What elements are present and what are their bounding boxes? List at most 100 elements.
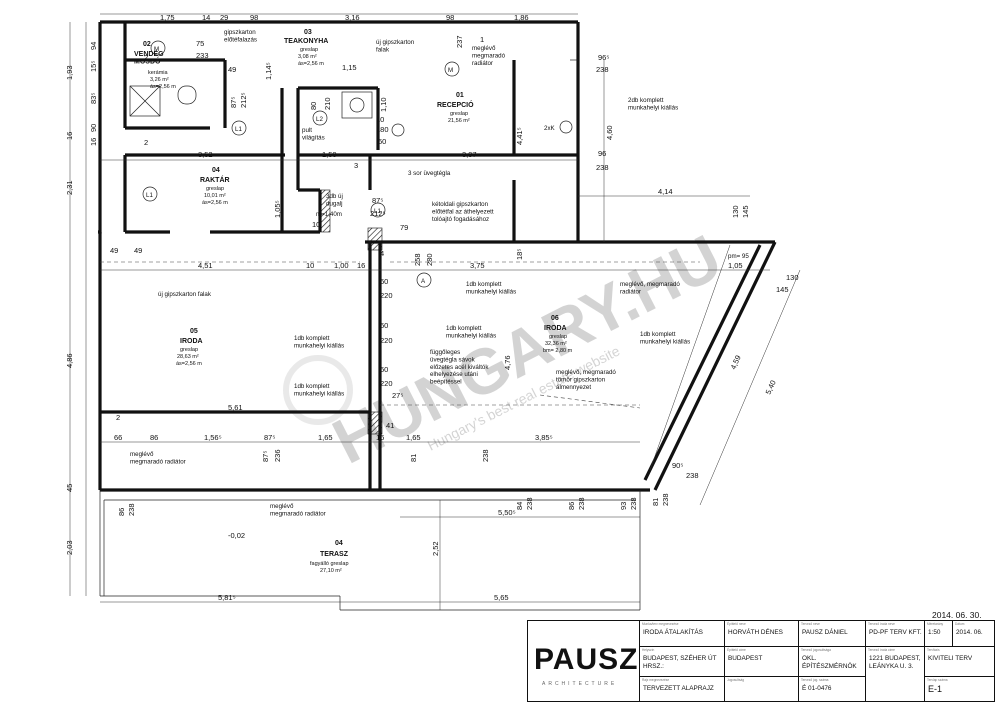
- tb-label: Jogosultság: [727, 678, 745, 682]
- dim-bottom-inner: 5,50⁵: [498, 508, 516, 517]
- dim-misc: 236: [273, 449, 282, 462]
- svg-text:L1: L1: [374, 208, 381, 215]
- note-line: 1db komplett: [446, 325, 482, 332]
- room-03-floor: greslap: [300, 47, 318, 53]
- room-06-number: 06: [551, 315, 559, 322]
- tb-value: TERVEZETT ALAPRAJZ: [643, 685, 714, 692]
- svg-text:A: A: [421, 278, 426, 285]
- dim-right-7: 130: [731, 205, 740, 218]
- dim-right-1: 96⁵: [598, 53, 609, 62]
- dim-misc: 49: [228, 65, 236, 74]
- title-block: PAUSZ ARCHITECTURE Munka/terv megnevezés…: [527, 620, 995, 702]
- dim-misc: 2: [144, 138, 148, 147]
- dim-right-12: 5,40: [764, 379, 778, 396]
- note-uj-gipsz-falak-mid: új gipszkarton falak: [158, 291, 212, 298]
- note-line: világítás: [302, 134, 325, 141]
- dim-bottom-2: 5,65: [494, 593, 509, 602]
- dim-row5-2: 86: [150, 433, 158, 442]
- room-03-height: ás=2,56 m: [298, 61, 324, 67]
- symbols: L1 L2 L1 L1 A M M: [142, 40, 573, 288]
- tb-cell-szam: Tervező jog. száma É 01-0476: [798, 676, 866, 702]
- tb-value: BUDAPEST, SZÉHER ÚT HRSZ.:: [643, 655, 717, 670]
- dim-misc: 81: [409, 454, 418, 462]
- dim-misc: 27⁵: [392, 391, 403, 400]
- svg-text:L1: L1: [235, 126, 242, 133]
- dim-misc: 60: [378, 137, 386, 146]
- tb-cell-fazis: Tervfázis KIVITELI TERV: [924, 646, 995, 677]
- room-04-name: RAKTÁR: [200, 175, 230, 184]
- room-05-number: 05: [190, 328, 198, 335]
- note-line: előzetes acél kiváltók: [430, 364, 489, 371]
- logo-subtitle: ARCHITECTURE: [542, 681, 618, 687]
- dim-right-11: 4,59: [729, 354, 743, 371]
- tb-value: OKL. ÉPÍTÉSZMÉRNÖK: [802, 655, 857, 670]
- dim-row5-4: 87⁵: [264, 433, 275, 442]
- note-line: üvegtégla sávok: [430, 356, 476, 363]
- dim-row3-4: 16: [357, 261, 365, 270]
- dim-row3-1: 4,51: [198, 261, 213, 270]
- dim-bottom-1: 5,81⁵: [218, 593, 236, 602]
- note-line: 1db komplett: [640, 331, 676, 338]
- note-2xk: 2xK: [544, 125, 556, 132]
- note-line: beépítéssel: [430, 379, 462, 386]
- tb-label: Építtető címe: [727, 648, 746, 652]
- tb-label: Tervező jogosultsága: [801, 648, 831, 652]
- dim-row2-2: 1,50: [322, 150, 337, 159]
- dim-misc: 60: [380, 321, 388, 330]
- dim-row3-6: 1,05: [728, 261, 743, 270]
- tb-cell-meret: Méretarány 1:50: [924, 620, 953, 647]
- tb-value: HORVÁTH DÉNES: [728, 629, 783, 636]
- note-line: álmennyezet: [556, 384, 591, 391]
- dim-misc: 238: [577, 497, 586, 510]
- note-line: pult: [302, 127, 312, 134]
- note-line: 1db komplett: [294, 335, 330, 342]
- room-04-number: 04: [212, 167, 220, 174]
- dim-misc: 94: [89, 42, 98, 50]
- svg-text:L1: L1: [146, 192, 153, 199]
- dim-left-2: 16: [65, 132, 74, 140]
- dim-misc: 180: [376, 125, 389, 134]
- room-06-height: bm= 2,80 m: [543, 348, 573, 354]
- tb-label: Tervező iroda címe: [868, 648, 895, 652]
- room-03-name: TEAKONYHA: [284, 38, 328, 45]
- glass-brick-strips: [319, 189, 383, 435]
- dim-right-10: 145: [776, 285, 789, 294]
- tb-value: É 01-0476: [802, 685, 832, 692]
- dim-misc: 49: [134, 246, 142, 255]
- note-line: MOSDÓ: [134, 56, 161, 65]
- dim-terrace-v: 2,52: [431, 541, 440, 556]
- room-04-height: ás=2,56 m: [202, 200, 228, 206]
- dim-row5-8: 3,85⁵: [535, 433, 553, 442]
- note-line: előtétfal az áthelyezett: [432, 208, 494, 215]
- dimension-lines: [69, 13, 801, 610]
- note-line: új gipszkarton: [376, 39, 415, 46]
- terrace-number: 04: [335, 540, 343, 547]
- room-04-floor: greslap: [206, 186, 224, 192]
- room-06-floor: greslap: [549, 334, 567, 340]
- note-line: 1db komplett: [294, 383, 330, 390]
- dim-misc: 1,10: [379, 97, 388, 112]
- room-01-area: 21,56 m²: [448, 118, 470, 124]
- dim-row4-1: 5,61: [228, 403, 243, 412]
- tb-cell-jog: Jogosultság: [724, 676, 799, 702]
- room-01-name: RECEPCIÓ: [437, 100, 474, 109]
- dim-right-4: 238: [596, 163, 609, 172]
- dim-right-5: 4,60: [605, 125, 614, 140]
- note-line: munkahelyi kiállás: [466, 288, 516, 295]
- dim-top-6: 98: [446, 13, 454, 22]
- note-line: meglévő, megmaradó: [556, 369, 616, 376]
- tb-label: Tervező jog. száma: [801, 678, 829, 682]
- dim-misc: 18⁵: [515, 249, 524, 260]
- dim-row3-2: 10: [306, 261, 314, 270]
